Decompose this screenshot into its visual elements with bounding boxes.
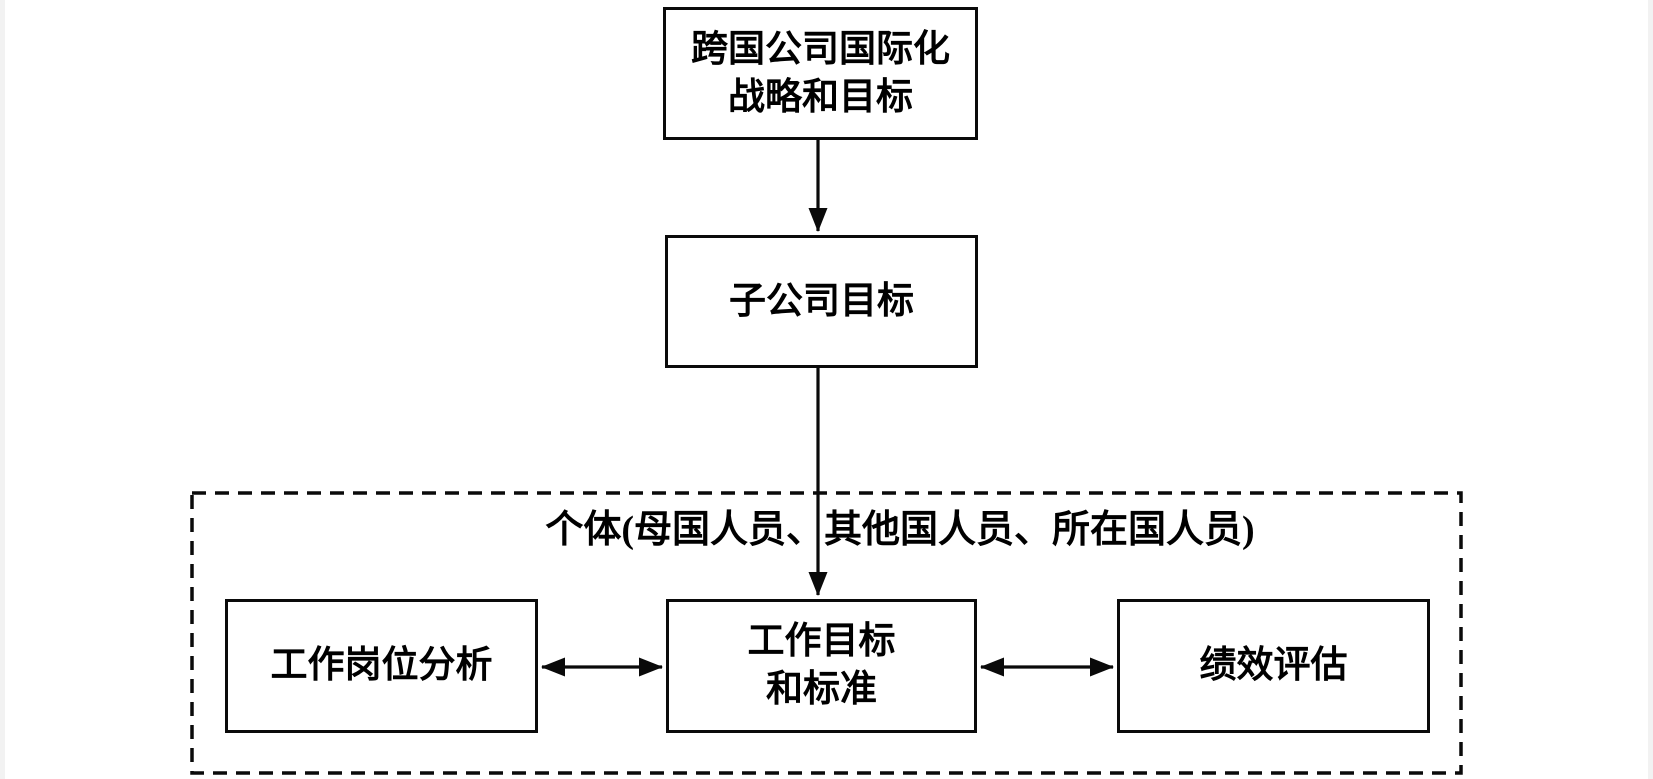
node-strategy-label-line1: 跨国公司国际化 (691, 28, 950, 70)
node-job-analysis-box: 工作岗位分析 (225, 599, 538, 733)
node-strategy-label-line2: 战略和目标 (728, 76, 913, 118)
node-performance-label: 绩效评估 (1199, 645, 1348, 686)
page-edge-right (1648, 0, 1653, 779)
node-subsidiary-box: 子公司目标 (665, 235, 978, 368)
node-work-goals-label-line2: 和标准 (766, 669, 877, 710)
individual-group-label: 个体(母国人员、其他国人员、所在国人员) (545, 509, 1255, 551)
individual-group-dashed-border (190, 491, 1463, 775)
node-work-goals-box: 工作目标 和标准 (666, 599, 977, 733)
node-strategy-box: 跨国公司国际化 战略和目标 (663, 7, 978, 140)
node-work-goals-label-line1: 工作目标 (747, 621, 896, 662)
node-job-analysis-label: 工作岗位分析 (270, 645, 493, 686)
node-subsidiary-label: 子公司目标 (729, 280, 914, 322)
node-performance-box: 绩效评估 (1117, 599, 1430, 733)
page-edge-left (0, 0, 5, 779)
